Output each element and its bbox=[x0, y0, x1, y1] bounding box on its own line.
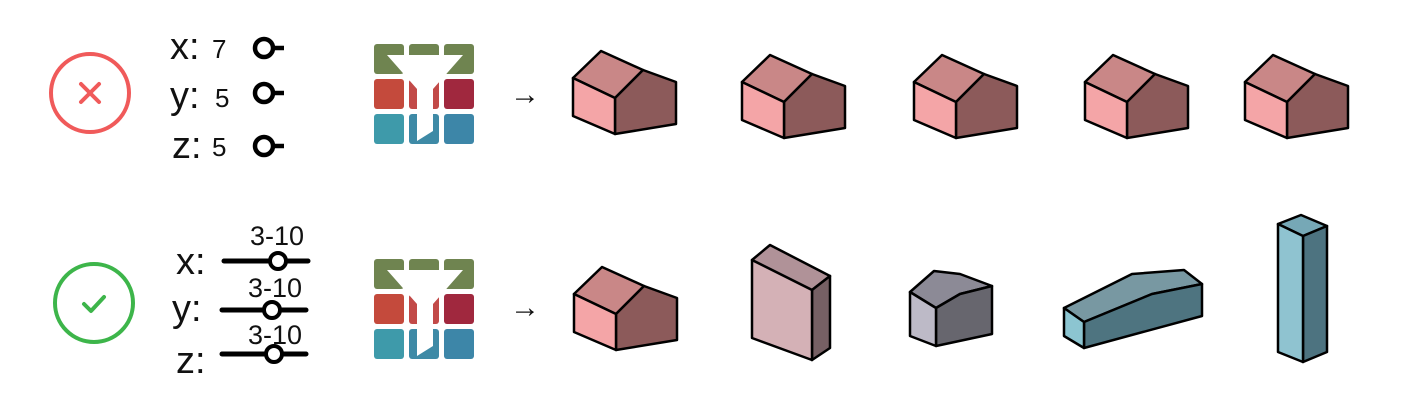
param-z-value: 5 bbox=[212, 132, 227, 162]
status-invalid-badge bbox=[49, 52, 131, 134]
param-z-label: z: bbox=[176, 340, 206, 382]
param-x-range-slider[interactable] bbox=[221, 249, 312, 273]
result-shape-house bbox=[912, 53, 1019, 140]
status-valid-badge bbox=[53, 262, 135, 344]
param-z-range: 3-10 bbox=[248, 320, 303, 350]
result-shape-small-block bbox=[908, 269, 994, 348]
param-z-pin-icon[interactable] bbox=[250, 134, 286, 158]
result-shape-tower bbox=[1276, 213, 1329, 364]
result-shape-house bbox=[740, 53, 847, 140]
param-y-label: y: bbox=[170, 75, 200, 117]
check-icon bbox=[82, 295, 106, 313]
x-icon bbox=[79, 82, 101, 104]
param-y-value: 5 bbox=[215, 83, 230, 113]
param-z-range-slider[interactable] bbox=[219, 342, 310, 366]
param-x-label: x: bbox=[176, 241, 206, 283]
result-shape-tall-block bbox=[750, 243, 832, 362]
param-x-range: 3-10 bbox=[250, 221, 305, 251]
result-shape-house bbox=[1083, 53, 1190, 140]
result-shape-house bbox=[1243, 53, 1350, 140]
param-y-range-slider[interactable] bbox=[219, 298, 310, 322]
result-shape-long-ramp bbox=[1062, 268, 1204, 350]
filter-funnel-icon bbox=[374, 44, 474, 144]
param-z-label: z: bbox=[172, 125, 202, 167]
result-shape-house bbox=[571, 49, 678, 136]
param-y-label: y: bbox=[172, 288, 202, 330]
param-y-pin-icon[interactable] bbox=[250, 81, 286, 105]
param-x-value: 7 bbox=[212, 34, 227, 64]
arrow-icon: → bbox=[510, 78, 540, 111]
result-shape-house bbox=[572, 265, 679, 352]
param-y-range: 3-10 bbox=[248, 273, 303, 303]
param-x-label: x: bbox=[170, 26, 200, 68]
param-x-pin-icon[interactable] bbox=[250, 36, 286, 60]
filter-funnel-icon bbox=[374, 259, 474, 359]
arrow-icon: → bbox=[510, 291, 540, 324]
